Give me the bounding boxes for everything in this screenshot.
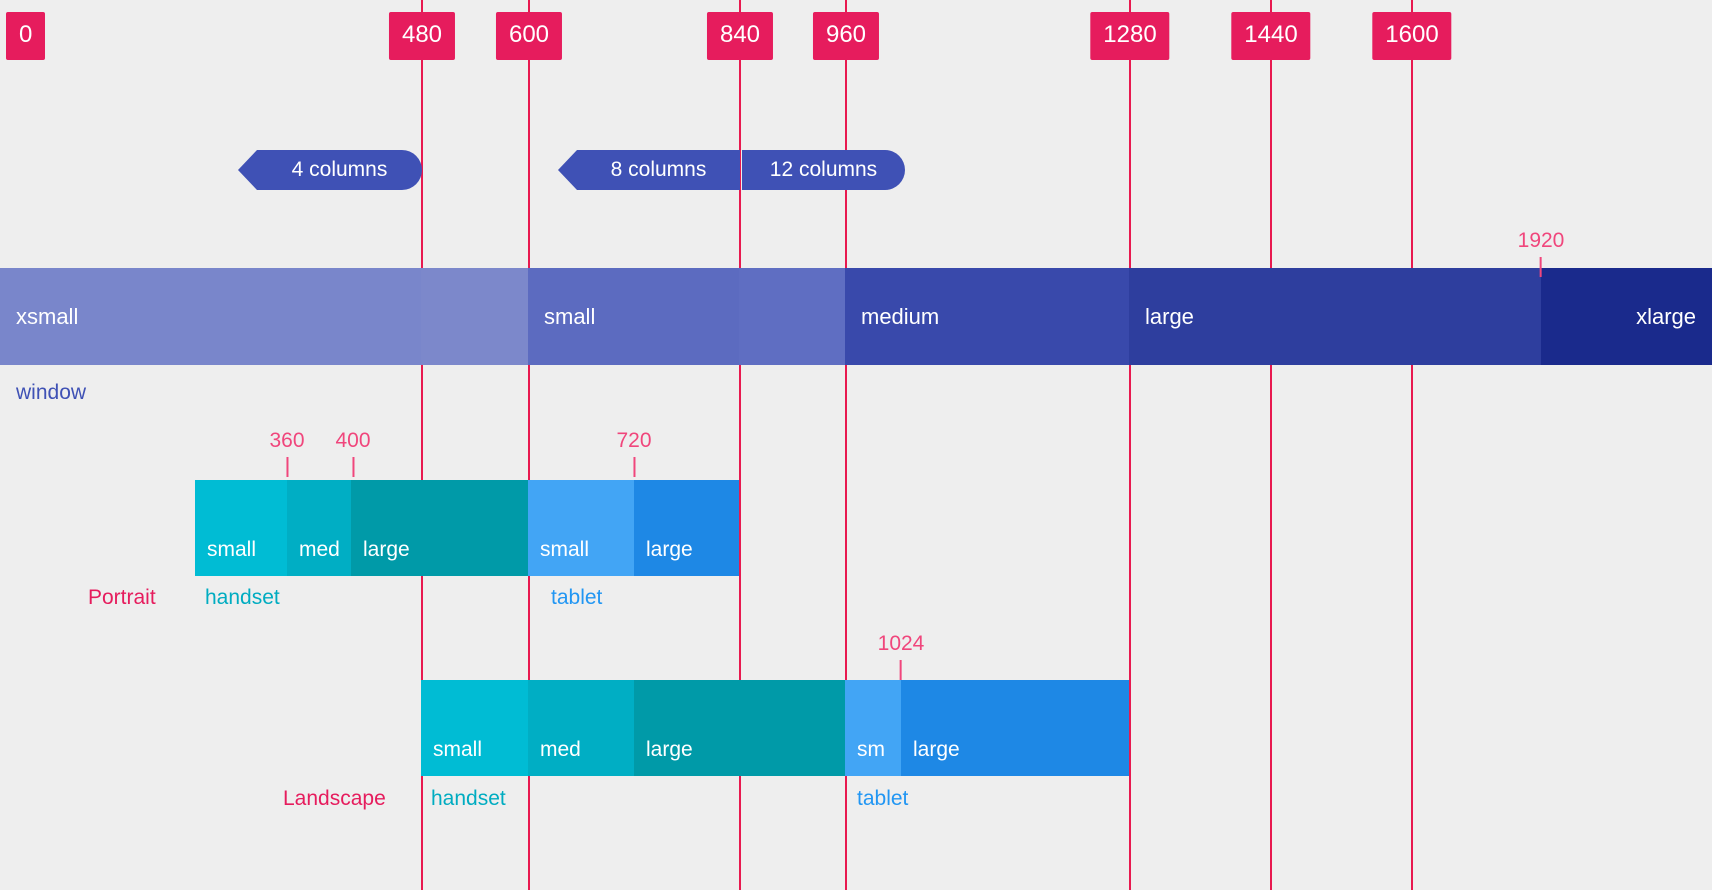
portrait-handset-block: small med large	[195, 480, 528, 576]
breakpoint-rule-1280	[1129, 0, 1131, 890]
portrait-tick-720-stem	[632, 457, 635, 477]
breakpoint-chip-840[interactable]: 840	[706, 12, 774, 60]
column-banner-12: 12 columns	[742, 150, 905, 190]
landscape-tablet-caption: tablet	[857, 787, 909, 810]
column-banner-4: 4 columns	[238, 150, 422, 190]
landscape-handset-large: large	[634, 680, 845, 776]
portrait-handset-small-label: small	[207, 538, 257, 561]
portrait-tablet-small-label: small	[540, 538, 590, 561]
breakpoint-rule-480	[421, 0, 423, 890]
portrait-tick-400-label: 400	[335, 429, 371, 452]
window-seg-xlarge: xlarge	[1541, 268, 1712, 365]
window-seg-large-label: large	[1145, 303, 1194, 329]
column-banner-4-label: 4 columns	[291, 158, 388, 181]
breakpoint-rule-840	[739, 0, 741, 890]
breakpoint-chip-0[interactable]: 0	[6, 12, 46, 60]
breakpoint-chip-600[interactable]: 600	[495, 12, 563, 60]
portrait-handset-med-label: med	[299, 538, 340, 561]
landscape-handset-small-label: small	[433, 738, 483, 761]
window-seg-small-a: small	[528, 268, 739, 365]
breakpoint-chip-1440[interactable]: 1440	[1231, 12, 1311, 60]
portrait-handset-small: small	[195, 480, 287, 576]
column-banner-8-label: 8 columns	[610, 158, 707, 181]
portrait-tablet-caption: tablet	[551, 586, 603, 609]
window-seg-xsmall-a: xsmall	[0, 268, 421, 365]
window-seg-xlarge-label: xlarge	[1636, 303, 1696, 329]
landscape-handset-small: small	[421, 680, 528, 776]
portrait-row-caption: Portrait	[88, 586, 156, 609]
portrait-tablet-block: small large	[528, 480, 739, 576]
column-banner-12-label: 12 columns	[769, 158, 878, 181]
portrait-tablet-large: large	[634, 480, 739, 576]
breakpoint-chip-480[interactable]: 480	[388, 12, 456, 60]
landscape-tick-1024-stem	[900, 660, 902, 680]
window-seg-xsmall-b	[421, 268, 528, 365]
column-banners: 4 columns 8 columns 12 columns	[0, 150, 1712, 190]
window-seg-large: large	[1129, 268, 1541, 365]
breakpoint-rule-1600	[1411, 0, 1413, 890]
portrait-tablet-large-label: large	[646, 538, 693, 561]
landscape-handset-large-label: large	[646, 738, 693, 761]
breakpoint-rule-960	[845, 0, 847, 890]
portrait-handset-large: large	[351, 480, 528, 576]
window-band: xsmall small medium large xlarge	[0, 268, 1712, 365]
window-tick-1920-stem	[1540, 257, 1542, 277]
portrait-handset-caption: handset	[205, 586, 280, 609]
landscape-tablet-sm: sm	[845, 680, 901, 776]
portrait-tick-720-label: 720	[616, 429, 652, 452]
landscape-tablet-sm-label: sm	[857, 738, 885, 761]
breakpoint-chip-960[interactable]: 960	[812, 12, 880, 60]
portrait-tick-360: 360	[269, 429, 305, 477]
landscape-handset-med-label: med	[540, 738, 581, 761]
landscape-tick-1024-label: 1024	[877, 632, 925, 655]
window-seg-small-label: small	[544, 303, 596, 329]
window-tick-1920-label: 1920	[1517, 229, 1565, 252]
landscape-handset-block: small med large	[421, 680, 845, 776]
window-seg-small-b	[739, 268, 845, 365]
window-caption: window	[16, 381, 87, 404]
window-seg-medium-label: medium	[861, 303, 940, 329]
landscape-handset-caption: handset	[431, 787, 506, 810]
breakpoint-chip-1280[interactable]: 1280	[1090, 12, 1170, 60]
portrait-tick-400-stem	[351, 457, 354, 477]
landscape-tablet-block: sm large	[845, 680, 1129, 776]
portrait-tick-360-stem	[285, 457, 288, 477]
column-banner-8: 8 columns	[558, 150, 740, 190]
portrait-tick-720: 720	[616, 429, 652, 477]
breakpoint-rule-600	[528, 0, 530, 890]
landscape-tablet-large: large	[901, 680, 1129, 776]
breakpoint-rule-1440	[1270, 0, 1272, 890]
portrait-handset-med: med	[287, 480, 351, 576]
window-seg-xsmall-label: xsmall	[16, 303, 79, 329]
breakpoint-chip-1600[interactable]: 1600	[1372, 12, 1452, 60]
landscape-tablet-large-label: large	[913, 738, 960, 761]
landscape-handset-med: med	[528, 680, 634, 776]
landscape-tick-1024: 1024	[877, 632, 925, 680]
window-tick-1920: 1920	[1517, 229, 1565, 277]
portrait-tablet-small: small	[528, 480, 634, 576]
window-seg-medium: medium	[845, 268, 1129, 365]
landscape-row-caption: Landscape	[283, 787, 386, 810]
portrait-tick-360-label: 360	[269, 429, 305, 452]
portrait-tick-400: 400	[335, 429, 371, 477]
portrait-handset-large-label: large	[363, 538, 410, 561]
